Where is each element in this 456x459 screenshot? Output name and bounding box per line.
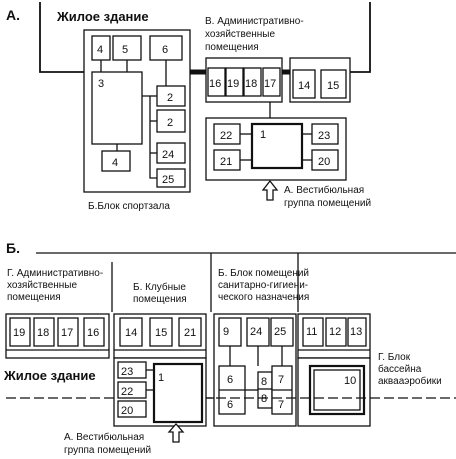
plan-a-sport-label: Б.Блок спортзала — [88, 201, 170, 212]
plan-b-lobby-label-line1: А. Вестибюльная — [64, 431, 144, 443]
plan-a-room-19 — [225, 67, 244, 97]
plan-b-room-13-number: 13 — [350, 326, 362, 338]
plan-a-entrance-arrow-icon — [261, 179, 279, 201]
plan-a-room-17 — [262, 67, 281, 97]
plan-a-room-6 — [149, 35, 183, 61]
plan-a-link-3-right — [142, 95, 157, 179]
plan-a-room-15 — [320, 69, 347, 99]
plan-b-room-7b-number: 7 — [278, 399, 284, 411]
plan-b-room-10-number: 10 — [344, 375, 356, 387]
plan-b-room-8b-number: 8 — [261, 393, 267, 405]
plan-b-marker: Б. — [6, 240, 20, 256]
plan-b-pool-basin — [313, 369, 361, 411]
plan-a-room-14-number: 14 — [298, 80, 310, 92]
plan-b-entrance-arrow-icon — [167, 423, 185, 443]
plan-b-club-title-line1: Б. Клубные — [133, 281, 186, 293]
plan-b-room-21 — [178, 317, 202, 347]
plan-b-room-9-number: 9 — [223, 326, 229, 338]
plan-a-admin-title-line3: помещения — [205, 42, 259, 53]
plan-b-room-18 — [33, 317, 55, 347]
plan-b-pool-title-line3: аквааэробики — [378, 375, 442, 387]
plan-a-room-16-number: 16 — [209, 78, 221, 90]
plan-a-room-5-number: 5 — [122, 44, 128, 56]
plan-b-room-8a-number: 8 — [261, 376, 267, 388]
plan-b-room-22-number: 22 — [121, 386, 133, 398]
plan-a-residential-label: Жилое здание — [56, 9, 149, 24]
plan-a-room-3-number: 3 — [98, 78, 104, 90]
plan-b-lobby-label-line2: группа помещений — [64, 445, 151, 456]
plan-b-room-16 — [83, 317, 105, 347]
plan-a-room-16 — [207, 67, 226, 97]
plan-a-room-23-number: 23 — [318, 130, 330, 142]
plan-a-admin-title-line2: хозяйственные — [205, 29, 275, 40]
plan-b-room-18-number: 18 — [37, 327, 49, 339]
plan-a-room-25-number: 25 — [162, 174, 174, 186]
plan-b-sanitary-title-line3: ческого назначения — [218, 292, 309, 303]
plan-a-room-21-number: 21 — [220, 156, 232, 168]
plan-b: Б. Г. Административно- хозяйственные пом… — [3, 240, 456, 456]
plan-a-room-6-number: 6 — [162, 44, 168, 56]
plan-b-room-23-number: 23 — [121, 366, 133, 378]
plan-a-marker: А. — [6, 7, 20, 23]
plan-b-room-16-number: 16 — [87, 327, 99, 339]
plan-a-room-18 — [243, 67, 262, 97]
plan-b-pool-title-line2: бассейна — [378, 363, 422, 375]
plan-b-room-12-number: 12 — [329, 326, 341, 338]
plan-b-room-24-number: 24 — [250, 326, 262, 338]
plan-a-room-17-number: 17 — [264, 78, 276, 90]
plan-a-residential-wall-left — [39, 2, 84, 73]
plan-a: А. Жилое здание 4 5 6 3 4 2 2 24 25 — [6, 2, 371, 212]
plan-a-room-3 — [91, 71, 143, 145]
plan-b-room-11 — [302, 317, 324, 347]
plan-b-admin-title-line2: хозяйственные — [7, 280, 77, 291]
plan-a-room-22-number: 22 — [220, 130, 232, 142]
plan-b-room-11-number: 11 — [306, 326, 317, 338]
plan-b-sanitary-title-line1: Б. Блок помещений — [218, 268, 309, 279]
plan-b-room-13 — [347, 317, 367, 347]
plan-b-residential-label: Жилое здание — [3, 368, 96, 383]
plan-a-lobby-label-line1: А. Вестибюльная — [284, 184, 364, 196]
plan-b-room-25-number: 25 — [274, 326, 286, 338]
plan-a-room-4a-number: 4 — [97, 44, 103, 56]
plan-b-room-14-number: 14 — [125, 327, 137, 339]
plan-b-club-title-line2: помещения — [133, 294, 187, 305]
plan-b-room-15 — [149, 317, 173, 347]
plan-a-room-1 — [250, 122, 304, 170]
plan-a-room-2a-number: 2 — [167, 92, 173, 104]
plan-a-room-5 — [112, 35, 142, 61]
plan-b-room-14 — [119, 317, 143, 347]
plan-b-room-17-number: 17 — [61, 327, 73, 339]
plan-a-admin-title-line1: В. Административно- — [205, 16, 304, 27]
plan-b-admin-title-line1: Г. Административно- — [7, 268, 103, 279]
plan-b-room-6a-number: 6 — [227, 374, 233, 386]
plan-a-room-15-number: 15 — [327, 80, 339, 92]
plan-b-admin-title-line3: помещения — [7, 292, 61, 303]
plan-b-pool-title-line1: Г. Блок — [378, 352, 411, 363]
plan-b-room-6b-number: 6 — [227, 399, 233, 411]
plan-b-room-20 — [117, 400, 147, 418]
plan-a-room-4b-number: 4 — [112, 157, 118, 169]
plan-a-room-20-number: 20 — [318, 156, 330, 168]
plan-a-room-19-number: 19 — [227, 78, 239, 90]
plan-a-room-14 — [292, 69, 316, 99]
plan-b-room-12 — [325, 317, 347, 347]
plan-a-lobby-label-line2: группа помещений — [284, 198, 371, 209]
plan-b-room-19 — [9, 317, 31, 347]
plan-a-room-24-number: 24 — [162, 149, 174, 161]
plan-a-room-4b — [101, 150, 131, 172]
plan-b-room-1-number: 1 — [158, 372, 164, 384]
plan-a-room-2b-number: 2 — [167, 117, 173, 129]
plan-b-room-15-number: 15 — [155, 327, 167, 339]
plan-b-sanitary-title-line2: санитарно-гигиени- — [218, 280, 308, 291]
plan-b-room-1 — [152, 362, 204, 424]
plan-a-residential-wall-right — [350, 2, 371, 73]
plan-a-room-18-number: 18 — [245, 78, 257, 90]
plan-a-room-1-number: 1 — [260, 129, 266, 141]
plan-b-room-7a-number: 7 — [278, 374, 284, 386]
plan-b-room-21-number: 21 — [184, 327, 196, 339]
plan-b-room-19-number: 19 — [13, 327, 25, 339]
plan-b-room-17 — [57, 317, 79, 347]
plan-b-room-20-number: 20 — [121, 405, 133, 417]
